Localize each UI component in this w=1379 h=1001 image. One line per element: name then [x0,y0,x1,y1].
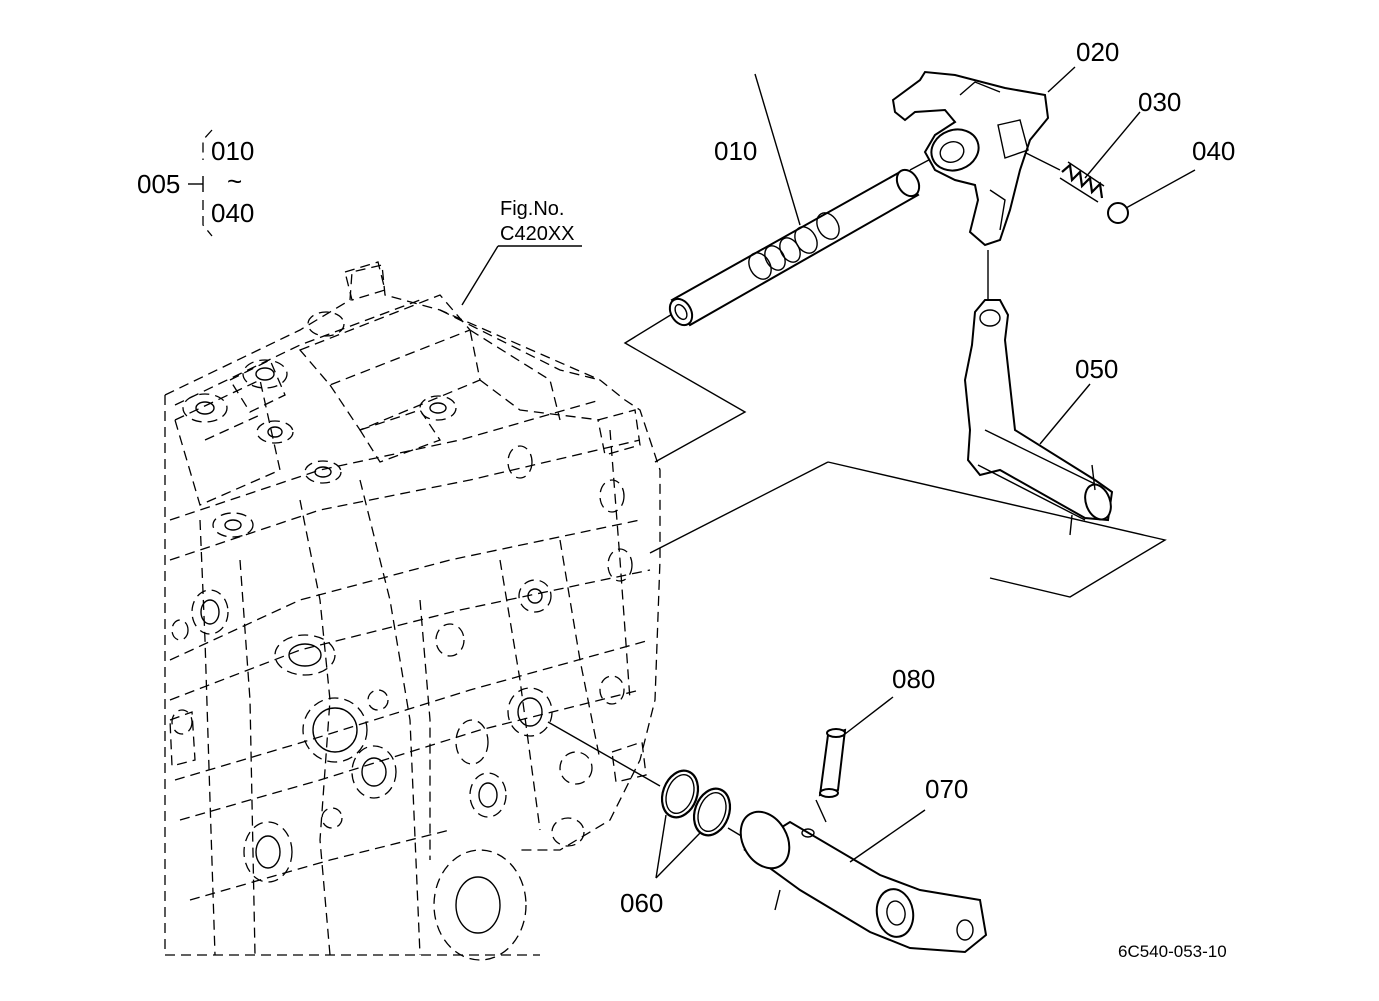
group-bracket-005: 005 010 ~ 040 [137,129,254,237]
figure-reference: Fig.No. C420XX [461,198,582,306]
callout-080: 080 [892,664,935,694]
ball-040 [1107,169,1196,224]
fig-no-code: C420XX [500,223,575,245]
callout-050: 050 [1075,354,1118,384]
callout-060: 060 [620,888,663,918]
group-range-to: 040 [211,198,254,228]
case-bosses [171,311,633,961]
callout-labels: 010 020 030 040 050 060 070 080 [620,37,1235,918]
lever-shaft-070 [739,809,988,954]
callout-040: 040 [1192,136,1235,166]
callout-030: 030 [1138,87,1181,117]
o-rings-060 [655,769,732,879]
shift-arm-050 [963,299,1114,536]
callout-020: 020 [1076,37,1119,67]
shift-rod-010 [668,73,921,327]
transmission-case [164,261,661,961]
drawing-code: 6C540-053-10 [1118,942,1227,961]
fig-no-label: Fig.No. [500,198,564,220]
spring-pin-080 [818,696,894,798]
callout-010: 010 [714,136,757,166]
group-label-005: 005 [137,169,180,199]
spring-030 [1059,111,1141,203]
group-range-tilde: ~ [227,166,242,196]
shift-fork-020 [891,66,1076,247]
group-range-from: 010 [211,136,254,166]
callout-070: 070 [925,774,968,804]
